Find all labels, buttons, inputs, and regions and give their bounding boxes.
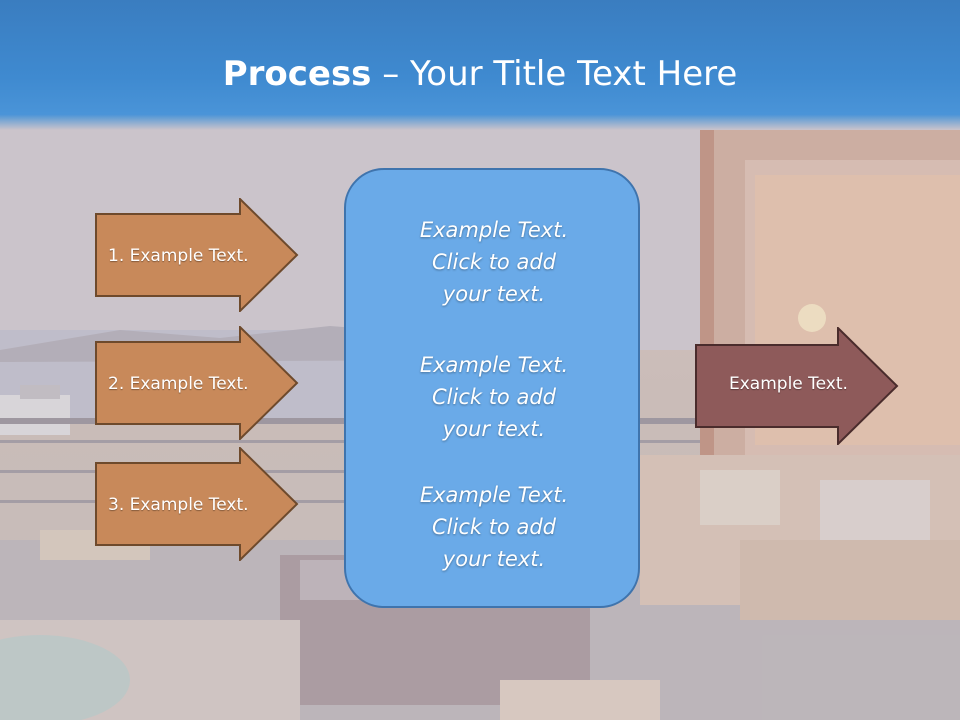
paragraph-line: Click to add (431, 385, 556, 409)
left-arrow-3-label: 3. Example Text. (108, 495, 249, 515)
center-paragraph: Example Text. Click to add your text. (346, 214, 642, 310)
slide-title[interactable]: Process – Your Title Text Here (0, 52, 960, 96)
center-text-box[interactable]: Example Text. Click to add your text. Ex… (344, 168, 640, 608)
title-band (0, 0, 960, 130)
right-arrow-label: Example Text. (729, 374, 848, 394)
left-arrow-1-label: 1. Example Text. (108, 246, 249, 266)
left-arrow-2-label: 2. Example Text. (108, 374, 249, 394)
paragraph-line: Example Text. (419, 218, 569, 242)
right-arrow[interactable] (695, 327, 899, 445)
title-bold: Process (222, 54, 372, 94)
paragraph-line: Example Text. (419, 353, 569, 377)
left-arrow-2[interactable] (95, 326, 299, 440)
paragraph-line: your text. (442, 547, 546, 571)
paragraph-line: Example Text. (419, 483, 569, 507)
center-paragraph: Example Text. Click to add your text. (346, 349, 642, 445)
paragraph-line: your text. (442, 282, 546, 306)
left-arrow-1[interactable] (95, 198, 299, 312)
center-paragraph: Example Text. Click to add your text. (346, 479, 642, 575)
paragraph-line: Click to add (431, 515, 556, 539)
title-rest: – Your Title Text Here (371, 54, 738, 94)
paragraph-line: Click to add (431, 250, 556, 274)
left-arrow-3[interactable] (95, 447, 299, 561)
paragraph-line: your text. (442, 417, 546, 441)
